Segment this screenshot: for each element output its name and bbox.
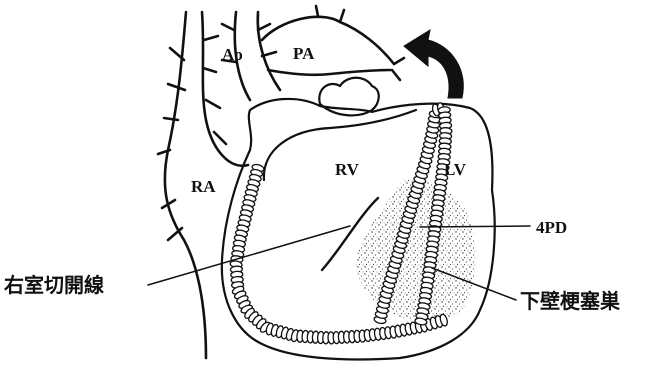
label-infarct: 下壁梗塞巣 [520,289,621,313]
label-4pd: 4PD [536,218,567,237]
leader-4pd [420,226,530,227]
label-pulmonary-artery: PA [293,44,315,63]
label-rv-incision: 右室切開線 [4,273,104,297]
leader-rv-incision [148,226,350,285]
curved-arrow-icon [404,30,463,98]
pulmonary-artery-outline [262,6,404,80]
label-aorta: Ao [222,45,243,64]
label-left-ventricle: LV [444,160,467,179]
label-right-atrium: RA [191,177,216,196]
label-right-ventricle: RV [335,160,360,179]
